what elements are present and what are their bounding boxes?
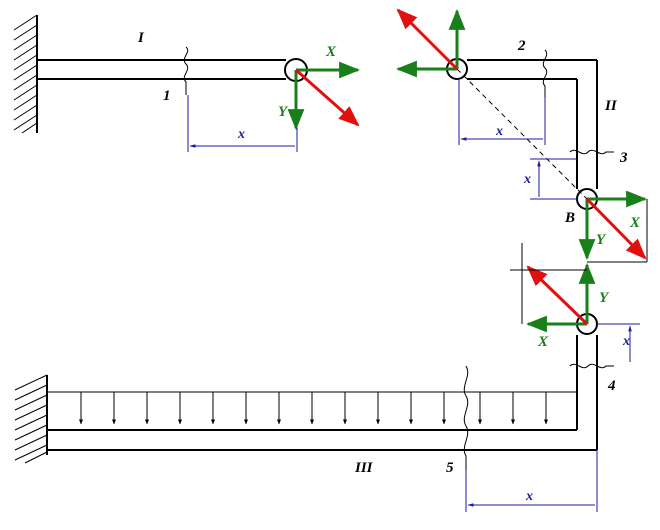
label-frame-II: II (604, 98, 618, 114)
wall-support-bottom (14, 374, 48, 464)
label-force-Y-4: Y (599, 290, 610, 306)
label-force-X-1: X (325, 44, 337, 60)
label-frame-I: I (137, 30, 145, 46)
label-section-3: 3 (619, 150, 628, 166)
label-dim-x-3: x (523, 172, 531, 187)
label-dim-x-1: x (237, 127, 245, 142)
label-frame-III: III (354, 460, 374, 476)
beam-I (37, 59, 286, 80)
section-cut-3 (569, 149, 614, 155)
beam-III (47, 335, 598, 451)
distributed-load (47, 391, 577, 425)
forces-hinge-B (578, 190, 648, 263)
dimension-x-2 (458, 80, 546, 145)
label-force-Y-B: Y (596, 232, 607, 248)
section-cut-1 (183, 46, 189, 95)
label-dim-x-4: x (622, 334, 630, 349)
dimension-x-4 (597, 323, 640, 362)
section-cut-2 (542, 49, 548, 97)
label-force-X-B: X (629, 215, 641, 231)
beam-II (467, 59, 598, 189)
dashed-diagonal (456, 68, 588, 200)
label-dim-x-5: x (525, 489, 533, 504)
dimension-x-1 (187, 95, 298, 152)
label-force-X-4: X (537, 334, 549, 350)
label-dim-x-2: x (495, 124, 503, 139)
label-point-B: B (564, 210, 575, 226)
dimension-x-3 (530, 158, 577, 200)
label-force-Y-1: Y (278, 104, 289, 120)
forces-hinge-1 (287, 61, 361, 131)
forces-hinge-2 (395, 8, 466, 78)
section-cut-4 (569, 363, 614, 369)
wall-support-top (13, 14, 38, 134)
label-section-4: 4 (607, 378, 616, 394)
label-section-1: 1 (163, 88, 171, 104)
label-section-5: 5 (446, 460, 454, 476)
forces-hinge-4 (510, 243, 596, 333)
section-cut-5 (463, 365, 469, 470)
label-section-2: 2 (517, 38, 526, 54)
dimension-x-5 (465, 450, 598, 512)
